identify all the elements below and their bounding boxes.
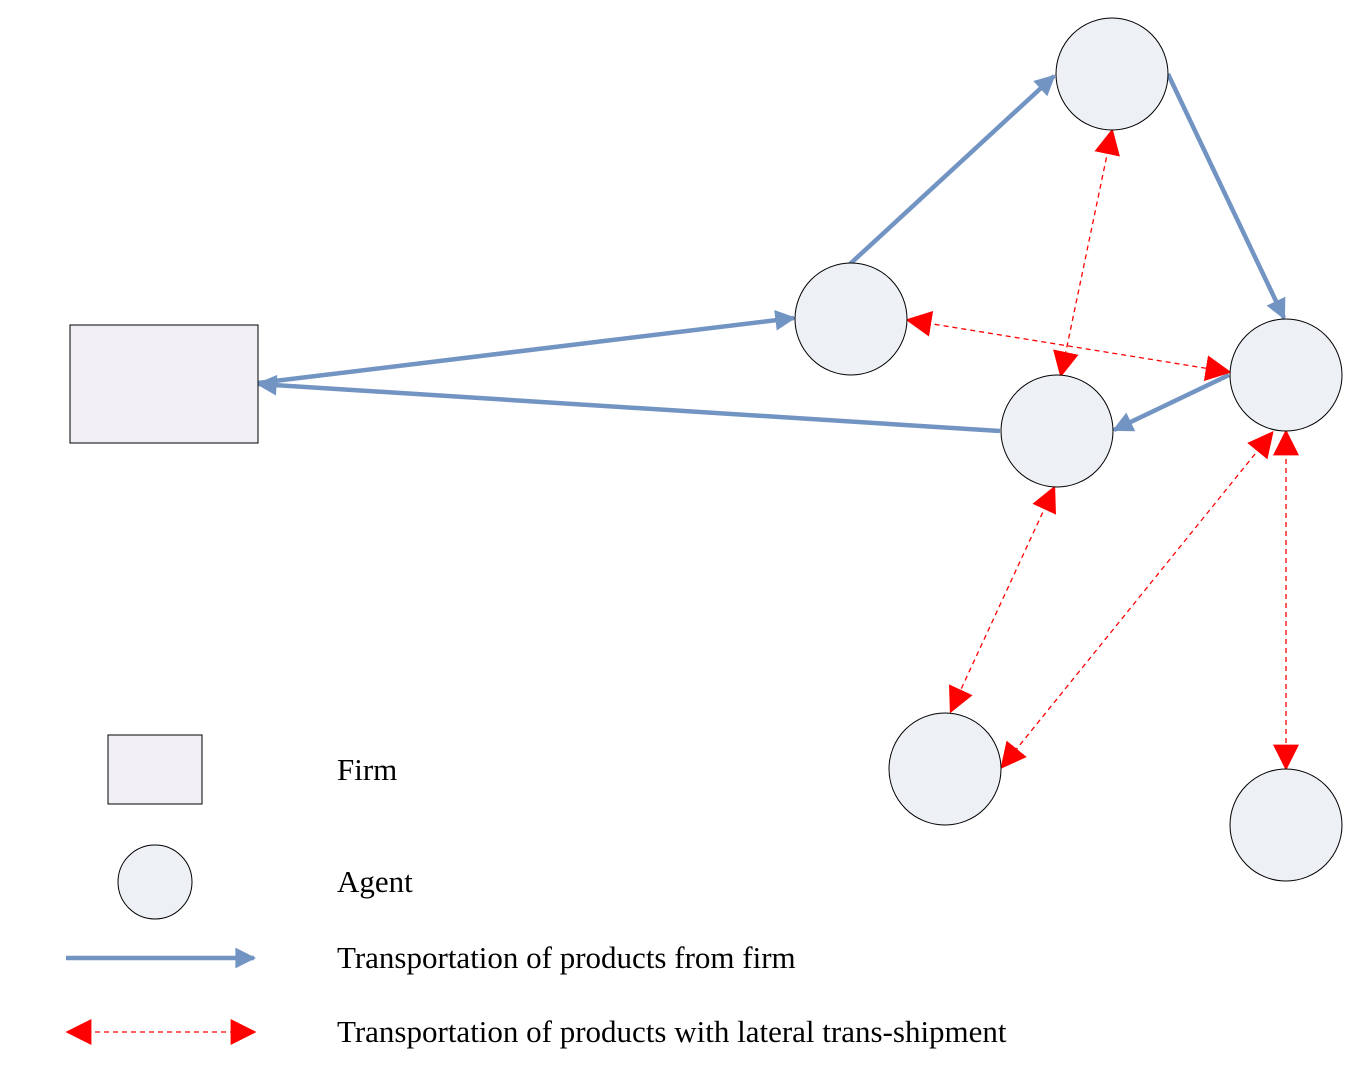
legend-agent-label: Agent [337, 864, 413, 899]
legend-agent-symbol [117, 844, 193, 920]
legend-firm-symbol [107, 734, 203, 805]
agent-node-bottom-left [888, 712, 1002, 826]
dashed-arrow-agent-top-agent-center [1053, 128, 1120, 378]
firm-node [69, 324, 259, 444]
lateral-transshipment-arrows [905, 128, 1299, 771]
legend-firm-label: Firm [337, 752, 398, 787]
arrow-agent-center-to-firm [255, 374, 1001, 434]
arrow-agent-right-to-agent-center [1112, 372, 1230, 433]
agent-node-left [794, 262, 908, 376]
dashed-arrow-agent-center-agent-bottom-left [949, 485, 1056, 714]
dashed-arrow-agent-left-agent-right [905, 310, 1232, 382]
arrow-agent-top-to-agent-right [1165, 73, 1287, 320]
agent-nodes [794, 17, 1343, 882]
agent-node-right [1229, 318, 1343, 432]
arrow-agent-left-to-agent-top [848, 74, 1056, 266]
legend-solid-arrow-label: Transportation of products from firm [337, 940, 796, 975]
agent-node-top [1055, 17, 1169, 131]
legend [65, 734, 257, 1045]
agent-node-bottom-right [1229, 768, 1343, 882]
agent-node-center [1000, 374, 1114, 488]
arrow-firm-to-agent-left [257, 309, 797, 386]
legend-dashed-arrow-label: Transportation of products with lateral … [337, 1014, 1007, 1049]
firm-transport-arrows [255, 73, 1287, 434]
